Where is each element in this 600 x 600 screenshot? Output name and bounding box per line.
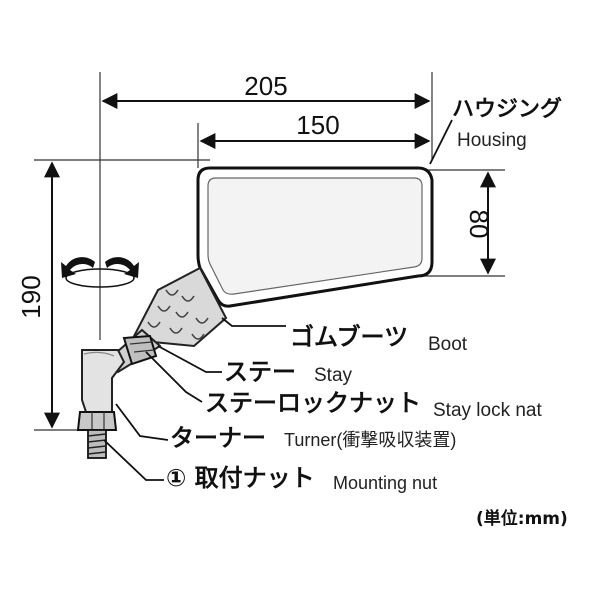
label-mounting-nut-jp: ① 取付ナット xyxy=(166,464,315,492)
rubber-boot xyxy=(130,266,228,348)
label-housing-en: Housing xyxy=(457,130,527,151)
label-turner-en: Turner(衝撃吸収装置) xyxy=(284,430,456,450)
unit-note: (単位:mm) xyxy=(476,508,568,529)
rotation-arrows-icon xyxy=(61,257,139,288)
label-stay-en: Stay xyxy=(314,365,353,386)
extension-lines xyxy=(34,72,505,431)
label-housing-jp: ハウジング xyxy=(452,96,562,122)
label-turner: ターナー Turner(衝撃吸収装置) xyxy=(170,424,456,452)
label-mounting-nut: ① 取付ナット Mounting nut xyxy=(166,464,437,493)
leader-lines xyxy=(103,119,453,481)
label-stay-jp: ステー xyxy=(224,358,296,386)
label-stay: ステー Stay xyxy=(224,358,353,386)
width-mirror-value: 150 xyxy=(296,110,339,140)
label-stay-lock-nut: ステーロックナット Stay lock nat xyxy=(205,389,542,421)
dimension-arrows xyxy=(44,93,496,429)
height-mirror-value: 80 xyxy=(464,210,494,239)
mirror-housing xyxy=(196,166,434,308)
width-total-value: 205 xyxy=(244,71,287,101)
height-total-value: 190 xyxy=(16,275,46,318)
label-housing: ハウジング Housing xyxy=(452,96,562,151)
label-boot-jp: ゴムブーツ xyxy=(290,323,408,351)
label-boot-en: Boot xyxy=(428,334,468,355)
stay-assembly xyxy=(76,328,162,459)
label-stay-lock-nut-en: Stay lock nat xyxy=(433,400,542,421)
label-mounting-nut-en: Mounting nut xyxy=(333,473,437,493)
label-turner-jp: ターナー xyxy=(170,424,266,452)
label-stay-lock-nut-jp: ステーロックナット xyxy=(205,389,421,417)
label-boot: ゴムブーツ Boot xyxy=(290,323,468,355)
